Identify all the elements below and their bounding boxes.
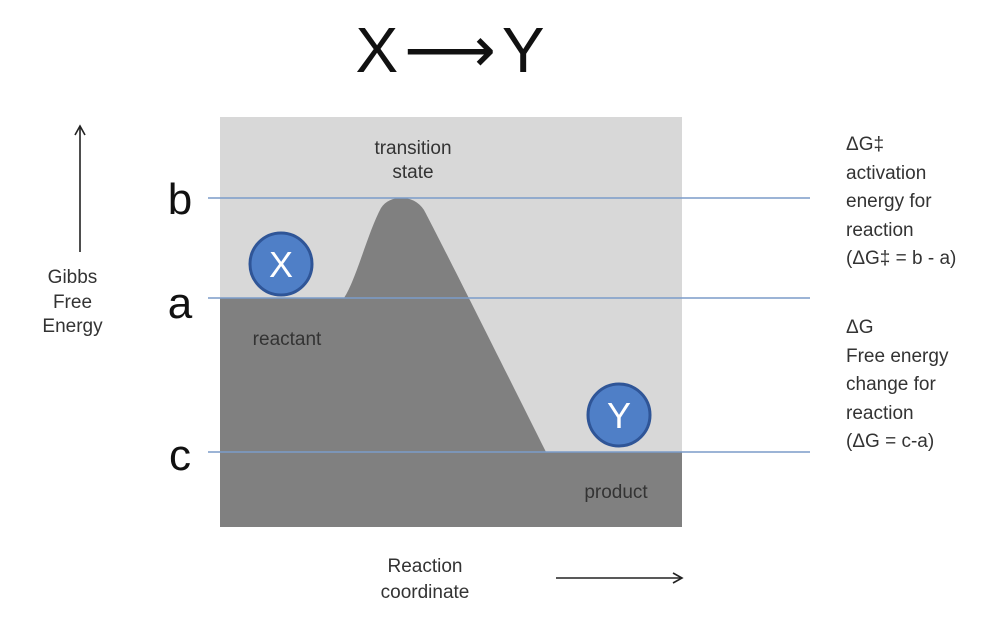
molecule-x-label: X: [269, 244, 293, 285]
molecule-x: X: [248, 231, 314, 297]
energy-curve: [220, 197, 682, 527]
x-axis-label: Reaction coordinate: [380, 556, 470, 603]
reaction-title: X⟶Y: [0, 10, 900, 90]
title-product: Y: [501, 14, 545, 86]
reactant-label: reactant: [252, 329, 322, 350]
product-label: product: [584, 482, 648, 503]
activation-energy-annotation: ΔG‡ activation energy for reaction (ΔG‡ …: [846, 134, 957, 269]
free-energy-annotation: ΔG Free energy change for reaction (ΔG =…: [846, 317, 949, 452]
title-reactant: X: [355, 14, 399, 86]
level-label-b: b: [167, 175, 193, 224]
level-label-c: c: [169, 431, 191, 480]
molecule-y: Y: [586, 382, 652, 448]
transition-state-label: transition state: [374, 138, 452, 183]
y-axis-label: Gibbs Free Energy: [42, 267, 103, 338]
molecule-y-label: Y: [607, 395, 631, 436]
level-label-a: a: [167, 279, 193, 328]
title-arrow: ⟶: [404, 14, 496, 86]
